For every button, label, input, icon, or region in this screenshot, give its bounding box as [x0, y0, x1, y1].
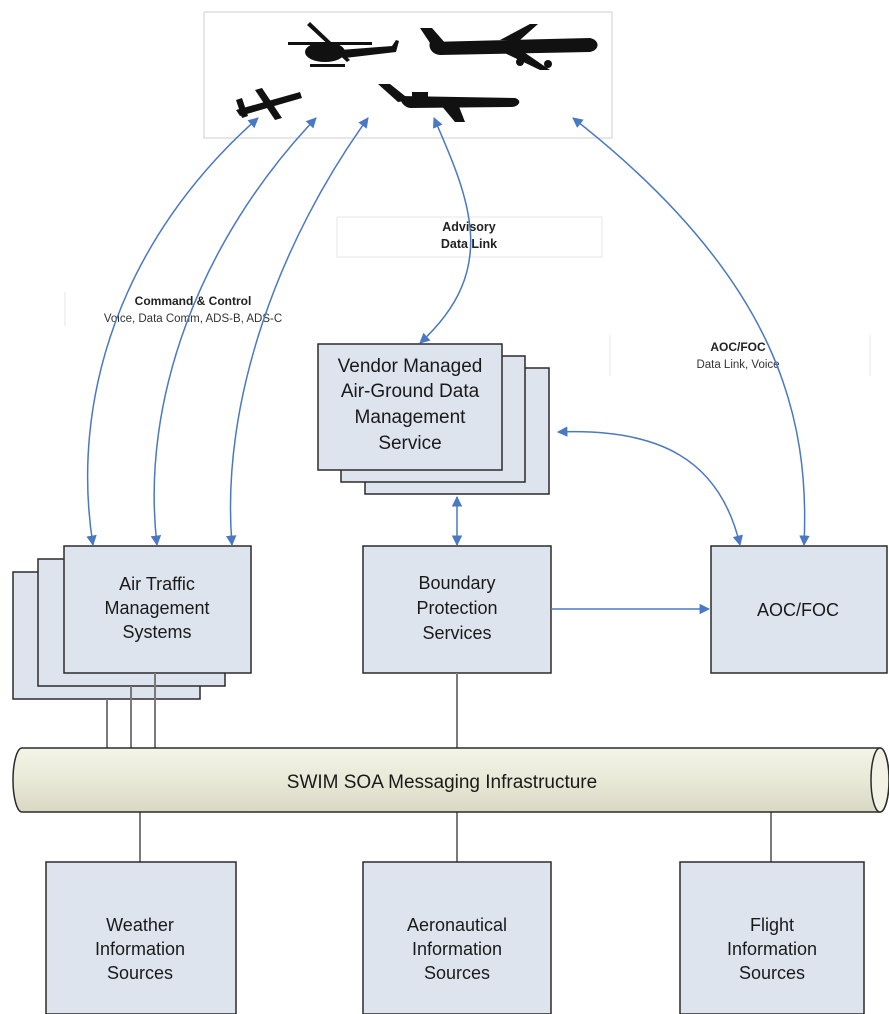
aoc-foc-box-label: AOC/FOC	[757, 600, 839, 620]
vendor-managed-service-box: Vendor Managed Air-Ground Data Managemen…	[317, 343, 550, 495]
aoc-foc-link-label: AOC/FOC Data Link, Voice	[609, 335, 871, 376]
vendor-aoc-arrow	[556, 426, 743, 547]
flight-line-3: Sources	[739, 963, 805, 983]
vendor-line-2: Air-Ground Data	[341, 381, 480, 402]
boundary-protection-box: Boundary Protection Services	[362, 545, 552, 674]
flight-line-1: Flight	[750, 915, 794, 935]
advisory-label-line-2: Data Link	[441, 237, 497, 251]
weather-sources-box: Weather Information Sources	[45, 861, 237, 1014]
flight-sources-box: Flight Information Sources	[679, 861, 865, 1014]
boundary-line-3: Services	[422, 623, 491, 643]
boundary-line-2: Protection	[416, 598, 497, 618]
cc-arrow-3	[225, 117, 369, 547]
business-jet-icon	[378, 84, 520, 122]
flight-line-2: Information	[727, 939, 817, 959]
aeronautical-line-2: Information	[412, 939, 502, 959]
aeronautical-line-1: Aeronautical	[407, 915, 507, 935]
aoc-foc-link-subtitle: Data Link, Voice	[696, 359, 779, 371]
swim-bus: SWIM SOA Messaging Infrastructure	[12, 747, 889, 813]
vendor-line-3: Management	[355, 407, 467, 428]
small-plane-icon	[236, 88, 302, 120]
command-control-subtitle: Voice, Data Comm, ADS-B, ADS-C	[104, 313, 282, 325]
advisory-arrow	[419, 117, 472, 344]
command-control-label: Command & Control Voice, Data Comm, ADS-…	[64, 292, 282, 326]
airliner-icon	[420, 24, 598, 70]
weather-line-2: Information	[95, 939, 185, 959]
aeronautical-sources-box: Aeronautical Information Sources	[362, 861, 552, 1014]
aoc-foc-arrow	[572, 117, 810, 547]
weather-line-3: Sources	[107, 963, 173, 983]
cc-arrow-2	[150, 117, 317, 547]
weather-line-1: Weather	[106, 915, 174, 935]
aoc-foc-link-title: AOC/FOC	[710, 340, 766, 354]
atm-line-2: Management	[104, 598, 209, 618]
helicopter-icon	[288, 22, 399, 67]
atm-systems-box: Air Traffic Management Systems	[12, 545, 252, 700]
aircraft-panel	[203, 11, 613, 139]
advisory-label-line-1: Advisory	[442, 220, 496, 234]
atm-line-1: Air Traffic	[119, 574, 195, 594]
cc-arrow-1	[86, 117, 259, 547]
boundary-line-1: Boundary	[418, 573, 495, 593]
vendor-line-1: Vendor Managed	[338, 356, 483, 377]
data-link-arrows	[86, 117, 810, 615]
aoc-foc-box: AOC/FOC	[710, 545, 888, 674]
swim-bus-label: SWIM SOA Messaging Infrastructure	[287, 772, 597, 793]
atm-line-3: Systems	[122, 622, 191, 642]
vendor-line-4: Service	[378, 433, 441, 454]
bus-connectors	[106, 673, 772, 862]
aeronautical-line-3: Sources	[424, 963, 490, 983]
